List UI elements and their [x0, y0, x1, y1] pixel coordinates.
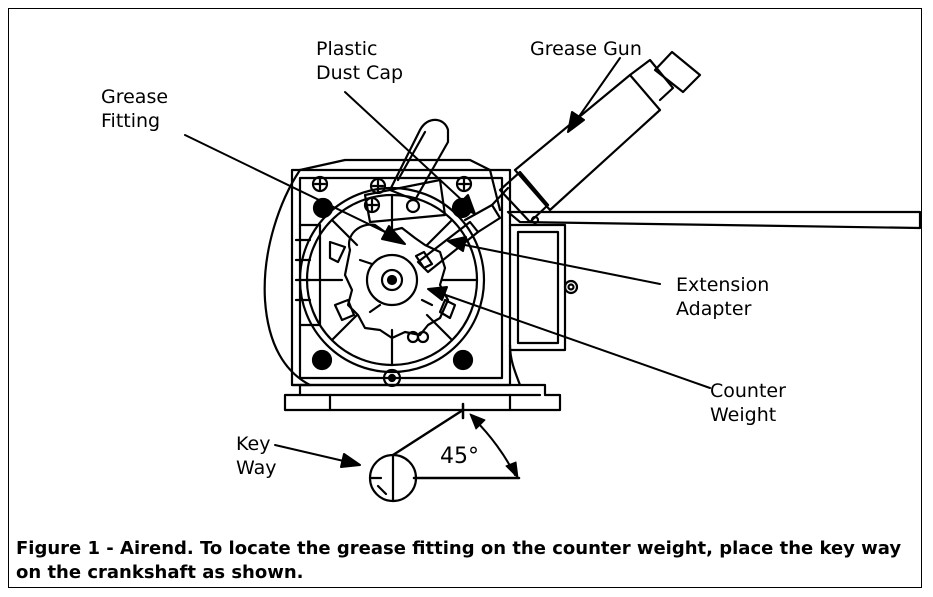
counter-weight: [343, 223, 450, 340]
airend-housing: [263, 158, 579, 412]
label-plastic-dust-cap: Plastic Dust Cap: [316, 38, 404, 84]
label-grease-fitting: Grease Fitting: [101, 86, 169, 132]
plastic-dust-cap-part: [363, 118, 450, 224]
label-counter-weight: Counter Weight: [710, 380, 786, 426]
leader-lines: [184, 57, 711, 468]
figure-caption: Figure 1 - Airend. To locate the grease …: [16, 538, 902, 583]
label-grease-gun: Grease Gun: [530, 38, 642, 60]
grease-gun-handle: [506, 210, 922, 230]
grease-gun-part: [490, 50, 702, 224]
label-key-way: Key Way: [236, 433, 277, 479]
figure-frame: [8, 8, 922, 588]
label-extension-adapter: Extension Adapter: [676, 274, 770, 320]
keyway-indicator: [368, 402, 521, 503]
label-angle-45: 45°: [440, 444, 479, 469]
extension-adapter-part: [414, 203, 502, 274]
crank-cage: [298, 186, 486, 374]
